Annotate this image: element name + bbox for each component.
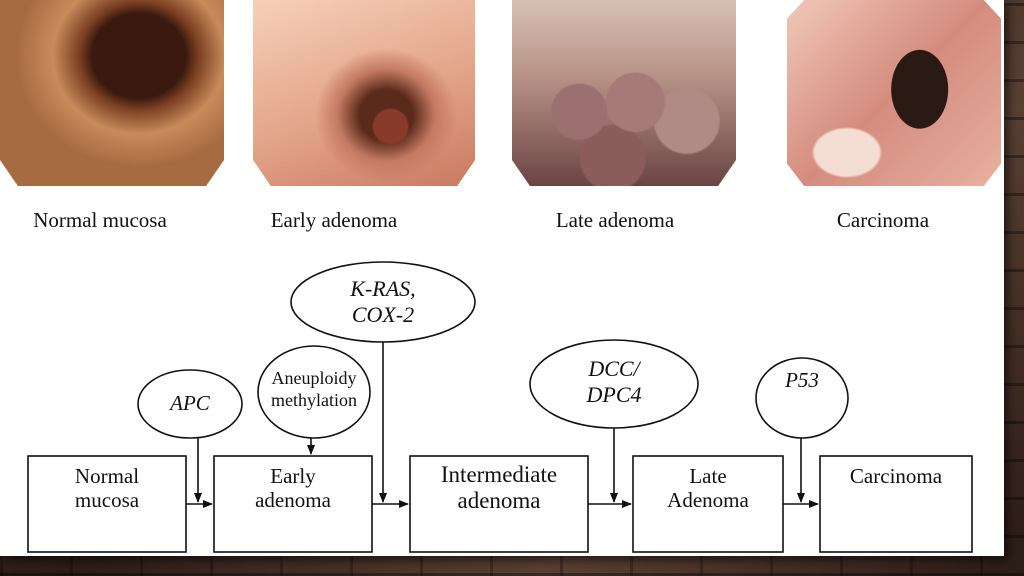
factor-oval-aneuploidy: [257, 345, 371, 439]
photo-label-normal-mucosa: Normal mucosa: [33, 208, 167, 232]
photo-late-adenoma: [512, 0, 736, 186]
factor-label-apc: APC: [170, 391, 210, 415]
photo-label-late-adenoma: Late adenoma: [555, 208, 675, 232]
photo-carcinoma: [787, 0, 1001, 186]
progression-diagram: [27, 261, 973, 553]
factor-oval-apc: [137, 369, 243, 439]
factor-label-aneuploidy: Aneuploidy methylation: [271, 368, 357, 410]
stage-label-early-adenoma: Early adenoma: [255, 464, 331, 513]
slide: Normal mucosa Early adenoma Late adenoma…: [0, 0, 1004, 556]
photo-early-adenoma: [253, 0, 475, 186]
photo-label-carcinoma: Carcinoma: [836, 208, 930, 232]
factor-label-kras: K-RAS, COX-2: [350, 276, 416, 328]
stage-box-carcinoma: [819, 455, 973, 553]
factor-label-dcc: DCC/ DPC4: [586, 356, 642, 408]
stage-label-late-adenoma: Late Adenoma: [667, 464, 749, 513]
factor-oval-p53: [755, 357, 849, 439]
photo-label-early-adenoma: Early adenoma: [270, 208, 398, 232]
factor-label-p53: P53: [785, 368, 819, 392]
photo-normal-mucosa: [0, 0, 224, 186]
stage-label-carcinoma: Carcinoma: [849, 464, 943, 488]
stage-label-normal-mucosa: Normal mucosa: [74, 464, 140, 513]
stage-label-intermediate-adenoma: Intermediate adenoma: [440, 462, 558, 514]
